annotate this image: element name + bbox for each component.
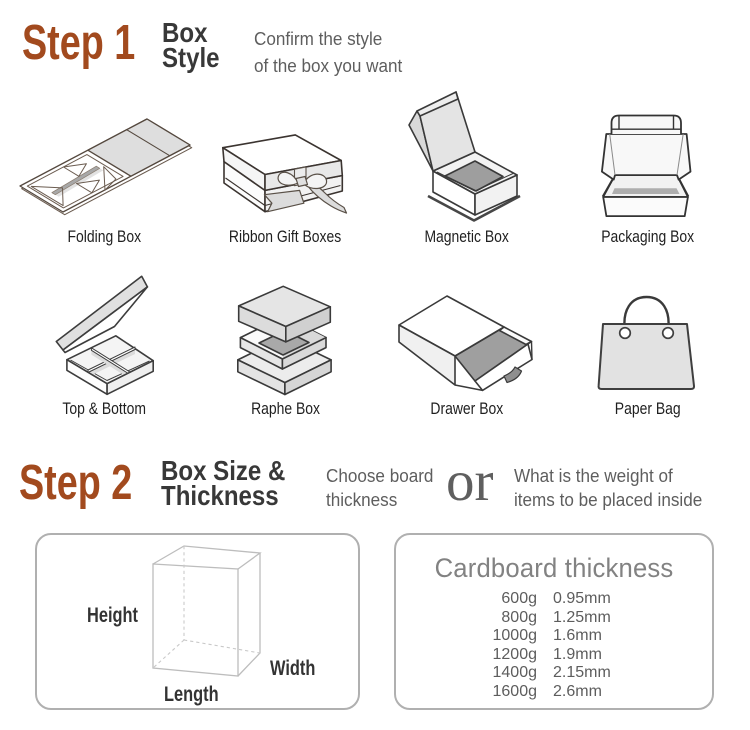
cardboard-thickness-panel: Cardboard thickness 600g 0.95mm 800g 1.2… bbox=[394, 533, 714, 710]
box-size-panel: Height Width Length bbox=[35, 533, 360, 710]
step2-option-a-line1: Choose board bbox=[326, 466, 434, 486]
box-style-label: Paper Bag bbox=[614, 400, 681, 418]
length-label: Length bbox=[164, 683, 219, 706]
thickness-row: 800g 1.25mm bbox=[396, 609, 712, 628]
step2-label: Step 2 bbox=[19, 456, 133, 510]
step1-desc-line1: Confirm the style bbox=[254, 29, 383, 49]
width-label: Width bbox=[270, 656, 316, 680]
step1-title-line1: Box bbox=[162, 17, 208, 48]
step2-option-a-line2: thickness bbox=[326, 490, 398, 510]
thickness-value: 2.6mm bbox=[553, 682, 602, 700]
thickness-value: 1.25mm bbox=[553, 608, 611, 626]
thickness-row: 1000g 1.6mm bbox=[396, 627, 712, 646]
magnetic-box-icon bbox=[408, 91, 521, 222]
step1-description: Confirm the style of the box you want bbox=[254, 26, 402, 79]
paper-bag-icon bbox=[597, 295, 696, 390]
box-style-item-paper-bag[interactable]: Paper Bag bbox=[557, 266, 738, 419]
drawer-box-icon bbox=[398, 295, 533, 392]
weight-value: 1600g bbox=[492, 682, 538, 700]
box-style-item-drawer-box[interactable]: Drawer Box bbox=[376, 266, 557, 419]
weight-value: 1000g bbox=[492, 627, 538, 645]
packaging-box-icon bbox=[601, 114, 692, 217]
box-style-item-ribbon-gift-boxes[interactable]: Ribbon Gift Boxes bbox=[195, 90, 376, 247]
box-style-item-magnetic-box[interactable]: Magnetic Box bbox=[376, 90, 557, 247]
step2-or-separator: or bbox=[446, 450, 494, 513]
step1-label: Step 1 bbox=[22, 16, 136, 70]
box-style-item-packaging-box[interactable]: Packaging Box bbox=[557, 90, 738, 247]
step2-option-b-line2: items to be placed inside bbox=[514, 490, 703, 510]
ribbon-gift-box-icon bbox=[222, 134, 348, 214]
cardboard-thickness-title: Cardboard thickness bbox=[434, 553, 674, 583]
step2-title-line1: Box Size & bbox=[161, 455, 286, 486]
step2-title-line2: Thickness bbox=[161, 480, 279, 511]
box-style-label: Folding Box bbox=[67, 228, 142, 246]
thickness-value: 0.95mm bbox=[553, 590, 611, 607]
thickness-row: 1600g 2.6mm bbox=[396, 683, 712, 702]
step1-title-line2: Style bbox=[162, 42, 220, 73]
box-style-item-top-bottom[interactable]: Top & Bottom bbox=[14, 266, 195, 419]
box-style-row-1: Folding Box bbox=[0, 90, 750, 247]
box-style-label: Ribbon Gift Boxes bbox=[229, 228, 342, 246]
box-style-item-folding-box[interactable]: Folding Box bbox=[14, 90, 195, 247]
weight-value: 1400g bbox=[492, 664, 538, 682]
step2-title: Box Size & Thickness bbox=[161, 455, 286, 511]
thickness-row: 600g 0.95mm bbox=[396, 590, 712, 609]
cardboard-thickness-table: 600g 0.95mm 800g 1.25mm 1000g 1.6mm 1200… bbox=[396, 590, 712, 702]
box-style-row-2: Top & Bottom Raphe Box bbox=[0, 266, 750, 419]
thickness-row: 1400g 2.15mm bbox=[396, 664, 712, 683]
step2-option-b-line1: What is the weight of bbox=[514, 466, 673, 486]
thickness-value: 2.15mm bbox=[553, 664, 611, 682]
box-style-label: Drawer Box bbox=[430, 400, 503, 418]
thickness-row: 1200g 1.9mm bbox=[396, 646, 712, 665]
box-style-label: Packaging Box bbox=[601, 228, 694, 246]
box-style-label: Top & Bottom bbox=[62, 400, 147, 418]
top-bottom-box-icon bbox=[55, 275, 154, 396]
weight-value: 800g bbox=[501, 608, 537, 626]
thickness-value: 1.9mm bbox=[553, 645, 602, 663]
dimension-cube-icon bbox=[152, 545, 262, 677]
folding-box-icon bbox=[19, 118, 193, 216]
raphe-box-icon bbox=[237, 285, 332, 396]
weight-value: 600g bbox=[501, 590, 537, 607]
box-style-item-raphe-box[interactable]: Raphe Box bbox=[195, 266, 376, 419]
box-style-label: Magnetic Box bbox=[424, 228, 509, 246]
step1-desc-line2: of the box you want bbox=[254, 55, 403, 76]
step2-option-b: What is the weight of items to be placed… bbox=[514, 464, 702, 512]
weight-value: 1200g bbox=[492, 645, 538, 663]
box-style-label: Raphe Box bbox=[251, 400, 320, 418]
height-label: Height bbox=[87, 603, 138, 627]
thickness-value: 1.6mm bbox=[553, 627, 602, 645]
step1-title: Box Style bbox=[162, 17, 220, 73]
step2-option-a: Choose board thickness bbox=[326, 464, 433, 512]
